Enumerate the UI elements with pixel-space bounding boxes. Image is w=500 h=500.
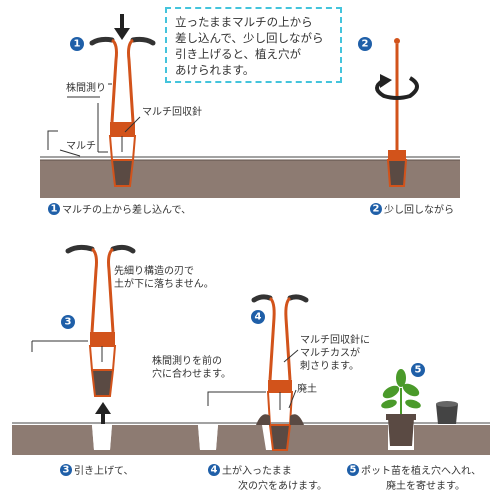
label-needle-catch-2: マルチカスが [300, 346, 360, 359]
svg-text:4: 4 [211, 465, 218, 476]
tool-step3 [65, 244, 136, 397]
caption-step5-line2: 廃土を寄せます。 [386, 479, 465, 492]
caption-badge-1: 1 [48, 203, 60, 215]
step-badge-4: 4 [251, 310, 265, 324]
tool-step2 [386, 38, 408, 187]
down-arrow-icon [114, 14, 130, 40]
label-kabuma: 株間測り [66, 81, 106, 94]
soil-band-bottom [12, 422, 490, 455]
up-arrow-icon [95, 402, 111, 424]
tool-step4 [251, 294, 309, 451]
label-align-2: 穴に合わせます。 [152, 367, 231, 380]
label-waste-soil: 廃土 [297, 382, 317, 395]
seedling-icon [381, 369, 421, 446]
note-line: 引き上げると、植え穴が [175, 47, 302, 61]
caption-badge-2: 2 [370, 203, 382, 215]
caption-badge-4: 4 [208, 464, 220, 476]
note-line: 立ったままマルチの上から [175, 15, 313, 29]
step-badge-2: 2 [358, 37, 372, 51]
step-badge-5: 5 [411, 363, 425, 377]
note-box: 立ったままマルチの上から 差し込んで、少し回しながら 引き上げると、植え穴が あ… [165, 7, 342, 83]
svg-text:1: 1 [74, 39, 81, 50]
label-needle-catch-3: 刺さります。 [300, 360, 359, 372]
step-badge-1: 1 [70, 37, 84, 51]
label-align-1: 株間測りを前の [152, 354, 222, 367]
caption-step4: 土が入ったまま [222, 464, 292, 477]
label-mulch: マルチ [66, 140, 96, 152]
svg-text:5: 5 [415, 365, 422, 376]
step-badge-3: 3 [61, 315, 75, 329]
svg-text:3: 3 [65, 317, 72, 328]
svg-text:5: 5 [350, 465, 357, 476]
svg-text:4: 4 [255, 312, 262, 323]
svg-text:2: 2 [362, 39, 369, 50]
rotate-arrow-icon [375, 74, 419, 100]
svg-text:1: 1 [51, 204, 58, 215]
caption-badge-3: 3 [60, 464, 72, 476]
caption-badge-5: 5 [347, 464, 359, 476]
caption-step1: マルチの上から差し込んで、 [62, 203, 191, 216]
svg-text:3: 3 [63, 465, 70, 476]
tool-step1 [89, 36, 156, 187]
pot-icon [436, 401, 458, 424]
caption-step3: 引き上げて、 [74, 465, 134, 477]
note-line: あけられます。 [175, 63, 255, 77]
caption-step5: ポット苗を植え穴へ入れ、 [361, 464, 481, 477]
label-needle-catch-1: マルチ回収針に [300, 333, 370, 346]
caption-step4-line2: 次の穴をあけます。 [238, 479, 327, 492]
note-line: 差し込んで、少し回しながら [175, 31, 324, 45]
caption-step2: 少し回しながら [384, 203, 454, 216]
label-needle: マルチ回収針 [142, 105, 202, 118]
label-taper-1: 先細り構造の刃で [114, 264, 194, 277]
svg-text:2: 2 [373, 204, 380, 215]
label-taper-2: 土が下に落ちません。 [114, 277, 214, 290]
